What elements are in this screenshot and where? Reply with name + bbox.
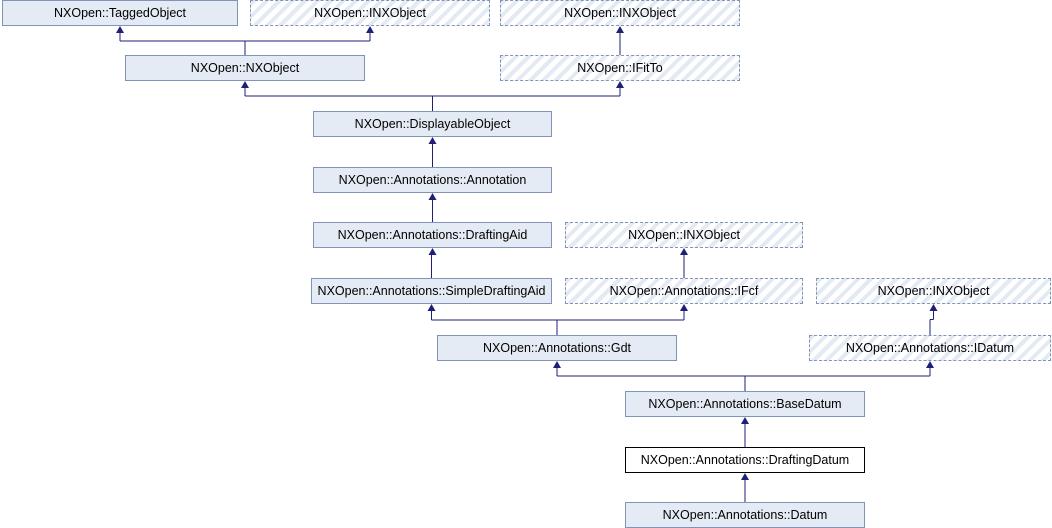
class-node-label: NXOpen::IFitTo [577, 61, 663, 75]
class-node-label: NXOpen::Annotations::SimpleDraftingAid [317, 284, 546, 298]
class-node-label: NXOpen::Annotations::DraftingDatum [640, 453, 850, 467]
class-node-label: NXOpen::Annotations::Datum [662, 508, 828, 522]
class-node-gdt[interactable]: NXOpen::Annotations::Gdt [437, 335, 677, 361]
class-node-basedatum[interactable]: NXOpen::Annotations::BaseDatum [625, 391, 865, 417]
class-node-draftingdatum[interactable]: NXOpen::Annotations::DraftingDatum [625, 447, 865, 473]
class-node-inxobject_right[interactable]: NXOpen::INXObject [816, 278, 1051, 304]
class-node-draftingaid[interactable]: NXOpen::Annotations::DraftingAid [313, 222, 552, 248]
class-node-label: NXOpen::Annotations::IFcf [609, 284, 759, 298]
class-node-inxobject_mid[interactable]: NXOpen::INXObject [565, 222, 803, 248]
class-node-inxobject_top1[interactable]: NXOpen::INXObject [250, 0, 490, 26]
class-node-nxobject[interactable]: NXOpen::NXObject [125, 55, 365, 81]
class-node-label: NXOpen::INXObject [564, 6, 676, 20]
class-node-ifcf[interactable]: NXOpen::Annotations::IFcf [565, 278, 803, 304]
class-node-displayableobject[interactable]: NXOpen::DisplayableObject [313, 111, 552, 137]
class-node-label: NXOpen::Annotations::BaseDatum [648, 397, 842, 411]
class-node-label: NXOpen::INXObject [314, 6, 426, 20]
class-node-datum[interactable]: NXOpen::Annotations::Datum [625, 502, 865, 528]
class-node-simpledraftingaid[interactable]: NXOpen::Annotations::SimpleDraftingAid [311, 278, 552, 304]
class-node-label: NXOpen::Annotations::Annotation [338, 173, 527, 187]
class-node-label: NXOpen::Annotations::Gdt [482, 341, 631, 355]
class-node-label: NXOpen::Annotations::DraftingAid [337, 228, 528, 242]
class-node-label: NXOpen::TaggedObject [53, 6, 187, 20]
class-node-idatum[interactable]: NXOpen::Annotations::IDatum [809, 335, 1051, 361]
class-node-ifitto[interactable]: NXOpen::IFitTo [500, 55, 740, 81]
class-node-label: NXOpen::NXObject [190, 61, 300, 75]
class-node-label: NXOpen::INXObject [877, 284, 990, 298]
class-node-label: NXOpen::INXObject [628, 228, 740, 242]
class-node-inxobject_top2[interactable]: NXOpen::INXObject [500, 0, 740, 26]
class-node-taggedobject[interactable]: NXOpen::TaggedObject [2, 0, 238, 26]
class-node-annotation[interactable]: NXOpen::Annotations::Annotation [313, 167, 552, 193]
class-node-label: NXOpen::Annotations::IDatum [845, 341, 1015, 355]
class-node-label: NXOpen::DisplayableObject [354, 117, 511, 131]
